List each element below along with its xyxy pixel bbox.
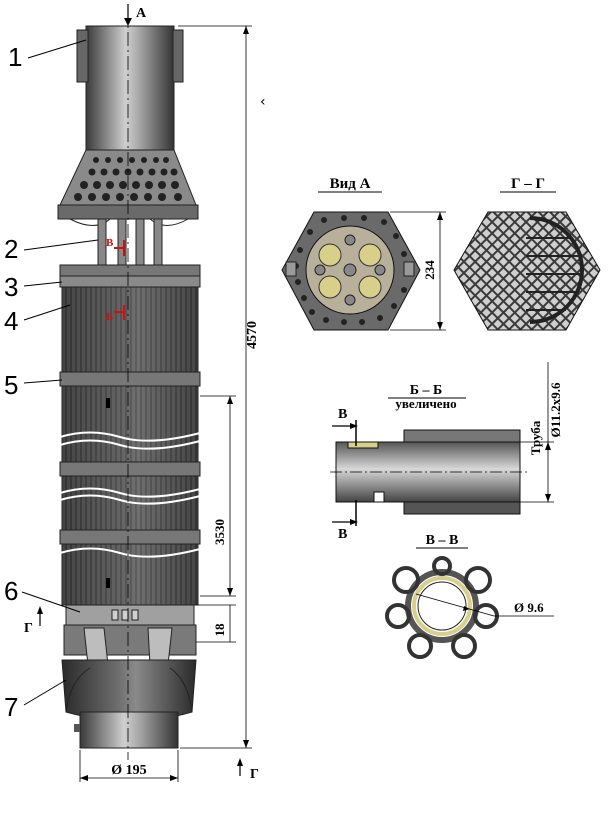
stray-mark: ‹ (260, 94, 266, 110)
callout-5: 5 (4, 370, 18, 400)
view-a-dimension: 234 (422, 260, 437, 280)
section-bb-v-bottom: В (338, 527, 347, 542)
dim-overall: 4570 (178, 25, 260, 749)
callout-7: 7 (4, 692, 18, 722)
dim-fuel-value: 3530 (212, 519, 227, 545)
marker-b (114, 305, 125, 320)
head-lug-right (172, 29, 184, 83)
marker-v-label: В (106, 237, 114, 249)
bottom-cylinder (79, 711, 179, 749)
section-bb-subtitle: увеличено (395, 396, 456, 411)
callout-4: 4 (4, 306, 18, 336)
section-gg: Г – Г (453, 176, 601, 331)
section-bb-tube-size: Ø11.2х9.6 (548, 382, 563, 437)
dim-gap-value: 18 (212, 623, 227, 637)
section-g-markers: Г Г (24, 606, 259, 782)
dim-fuel: 3530 18 (196, 395, 236, 643)
dim-diameter: Ø 195 (79, 750, 179, 782)
spacer-grids (59, 264, 201, 545)
dim-overall-value: 4570 (245, 321, 260, 349)
fuel-assembly (57, 8, 201, 760)
lower-plate (65, 604, 195, 626)
section-gg-title: Г – Г (511, 176, 545, 192)
break-lines (59, 431, 201, 558)
section-bb: Б – Б увеличено В В Труба Ø11.2х9.6 (330, 362, 563, 542)
section-vv-diameter: Ø 9.6 (514, 600, 544, 615)
marker-v-top (114, 240, 125, 256)
view-a-arrow: А (124, 4, 147, 26)
callout-2: 2 (4, 234, 18, 264)
marker-b-label: Б (106, 311, 113, 323)
callout-3: 3 (4, 272, 18, 302)
callout-6: 6 (4, 576, 18, 606)
cone-holes (74, 157, 182, 201)
section-gg-hexagon (453, 211, 601, 331)
section-g-top: Г (24, 621, 33, 636)
section-vv-title: В – В (426, 533, 459, 548)
section-vv-wire (385, 556, 499, 659)
view-a-marker: А (136, 6, 147, 21)
callout-1: 1 (8, 42, 22, 72)
view-a: Вид А 234 (281, 176, 446, 331)
section-bb-v-top: В (338, 407, 347, 422)
section-g-bottom: Г (250, 767, 259, 782)
section-vv: В – В Ø 9.6 (385, 533, 554, 659)
head-lug-left (76, 29, 89, 83)
dim-diameter-value: Ø 195 (111, 763, 146, 778)
section-bb-tube-label: Труба (528, 420, 543, 455)
callouts: 1 2 3 4 5 6 7 (4, 39, 99, 722)
view-a-title: Вид А (330, 176, 371, 192)
section-bb-title: Б – Б (410, 383, 443, 398)
top-head (85, 25, 175, 157)
